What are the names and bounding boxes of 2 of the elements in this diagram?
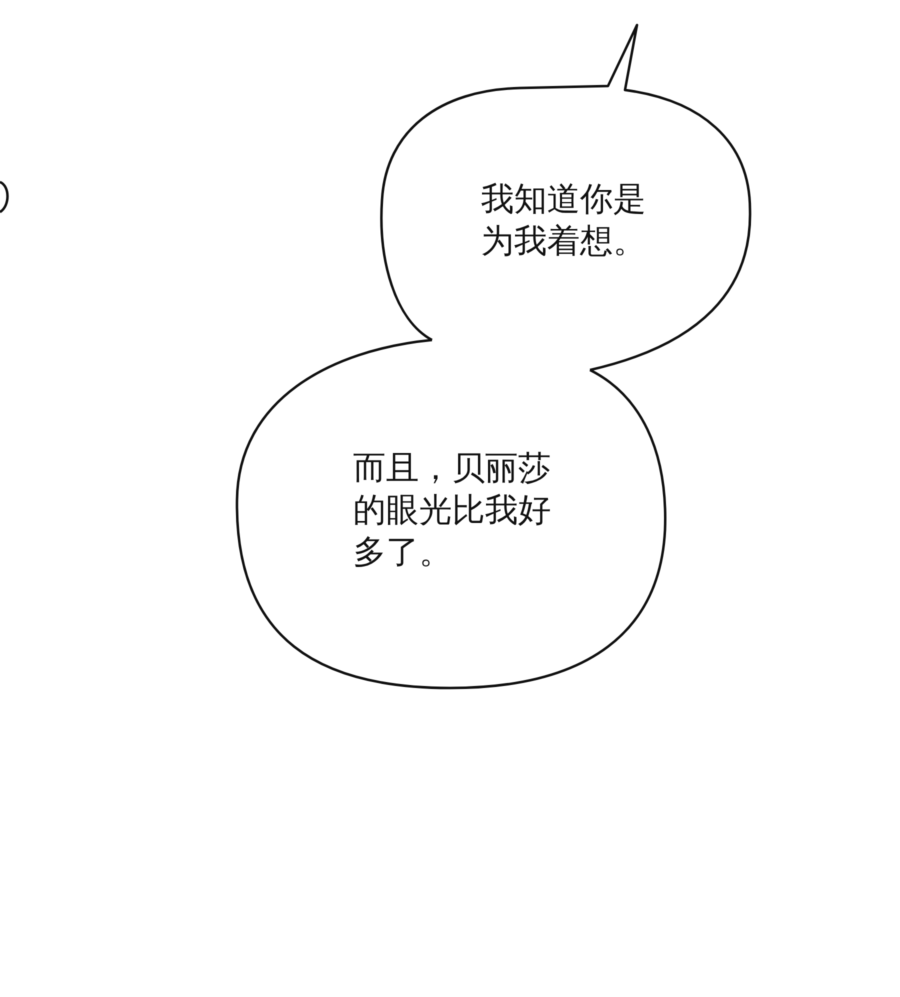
speech-text: 而且，贝丽莎的眼光比我好多了。 bbox=[353, 447, 552, 573]
speech-text: 我知道你是为我着想。 bbox=[481, 178, 647, 262]
